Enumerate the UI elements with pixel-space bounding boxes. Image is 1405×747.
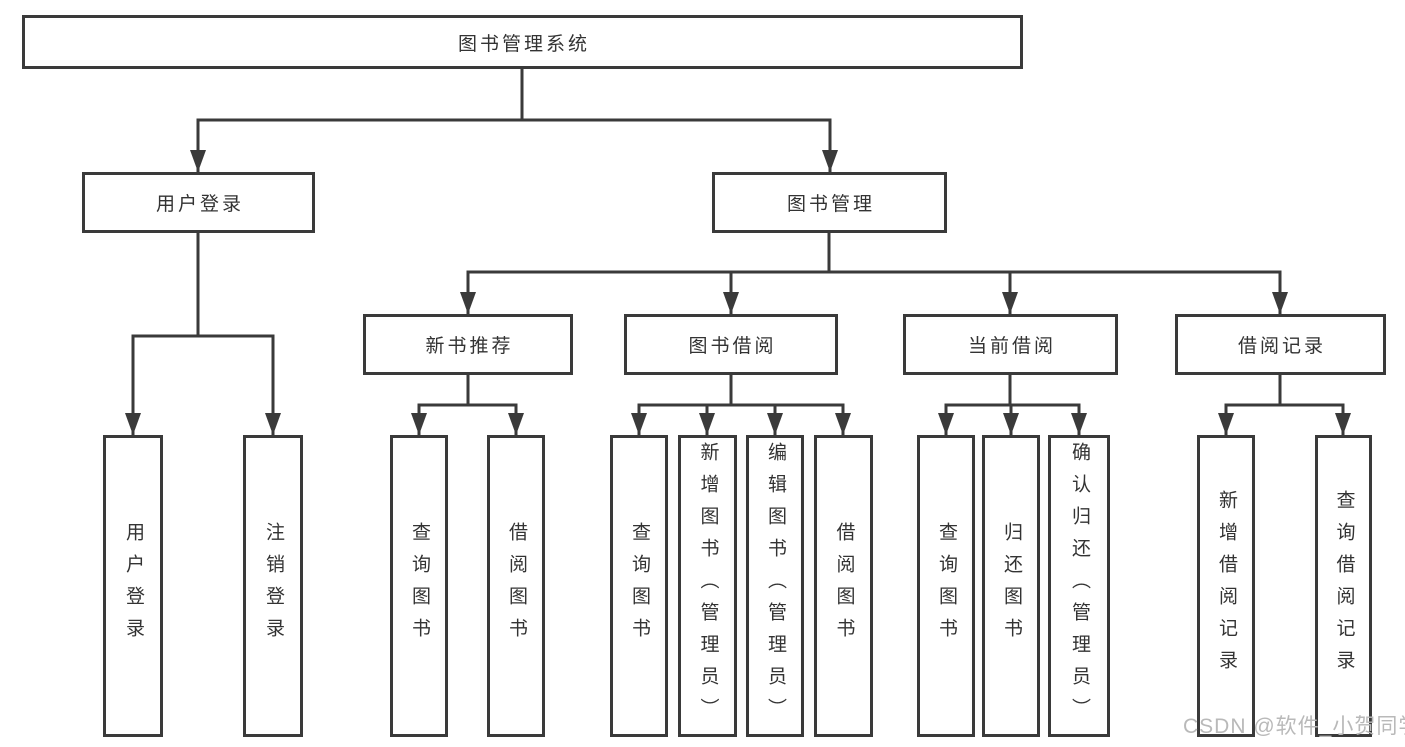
csdn-watermark: CSDN @软件_小贺同学: [1183, 715, 1405, 738]
node-borrowing-records-label: 借阅记录: [1237, 336, 1326, 357]
node-book-management-label: 图书管理: [786, 194, 875, 215]
connector: [729, 375, 851, 435]
leaf-logout-login-label: 注销登录: [262, 522, 284, 650]
leaf-confirm-return-admin: 确认归还（管理员）: [1048, 435, 1110, 737]
connector: [1008, 375, 1087, 435]
node-new-book-recommend-label: 新书推荐: [425, 336, 514, 357]
connector: [125, 233, 200, 435]
node-user-login-label: 用户登录: [155, 194, 244, 215]
leaf-borrow-books-borrowing: 借阅图书: [814, 435, 873, 737]
leaf-return-books-label: 归还图书: [1000, 522, 1022, 650]
leaf-add-borrow-record-label: 新增借阅记录: [1215, 490, 1237, 682]
connector: [196, 233, 281, 435]
leaf-add-books-admin: 新增图书（管理员）: [678, 435, 737, 737]
leaf-user-login: 用户登录: [103, 435, 163, 737]
node-library-management-system: 图书管理系统: [22, 15, 1023, 69]
node-new-book-recommend: 新书推荐: [363, 314, 573, 375]
leaf-confirm-return-admin-label: 确认归还（管理员）: [1068, 442, 1090, 730]
connector: [190, 68, 524, 172]
node-book-management: 图书管理: [712, 172, 947, 233]
node-user-login: 用户登录: [82, 172, 315, 233]
leaf-query-books-current: 查询图书: [917, 435, 975, 737]
leaf-query-books-recommend-label: 查询图书: [408, 522, 430, 650]
leaf-edit-books-admin: 编辑图书（管理员）: [746, 435, 804, 737]
connector: [1278, 375, 1351, 435]
leaf-query-books-recommend: 查询图书: [390, 435, 448, 737]
connector: [938, 375, 1012, 435]
leaf-query-books-borrowing-label: 查询图书: [628, 522, 650, 650]
connector: [411, 375, 470, 435]
node-current-borrowing: 当前借阅: [903, 314, 1118, 375]
leaf-return-books: 归还图书: [982, 435, 1040, 737]
connector: [520, 68, 838, 172]
node-borrowing-records: 借阅记录: [1175, 314, 1386, 375]
connector: [723, 233, 831, 314]
node-current-borrowing-label: 当前借阅: [967, 336, 1056, 357]
leaf-borrow-books-recommend-label: 借阅图书: [505, 522, 527, 650]
connector: [699, 375, 733, 435]
leaf-borrow-books-recommend: 借阅图书: [487, 435, 545, 737]
leaf-query-borrow-record: 查询借阅记录: [1315, 435, 1372, 737]
leaf-edit-books-admin-label: 编辑图书（管理员）: [764, 442, 786, 730]
leaf-query-books-borrowing: 查询图书: [610, 435, 668, 737]
leaf-borrow-books-borrowing-label: 借阅图书: [833, 522, 855, 650]
leaf-add-books-admin-label: 新增图书（管理员）: [697, 442, 719, 730]
node-book-borrowing-label: 图书借阅: [688, 336, 777, 357]
leaf-user-login-label: 用户登录: [122, 522, 144, 650]
connector: [827, 233, 1288, 314]
leaf-add-borrow-record: 新增借阅记录: [1197, 435, 1255, 737]
node-book-borrowing: 图书借阅: [624, 314, 838, 375]
connector: [466, 375, 524, 435]
connector: [1218, 375, 1282, 435]
leaf-query-books-current-label: 查询图书: [935, 522, 957, 650]
leaf-query-borrow-record-label: 查询借阅记录: [1333, 490, 1355, 682]
leaf-logout-login: 注销登录: [243, 435, 303, 737]
node-library-management-system-label: 图书管理系统: [457, 33, 590, 55]
